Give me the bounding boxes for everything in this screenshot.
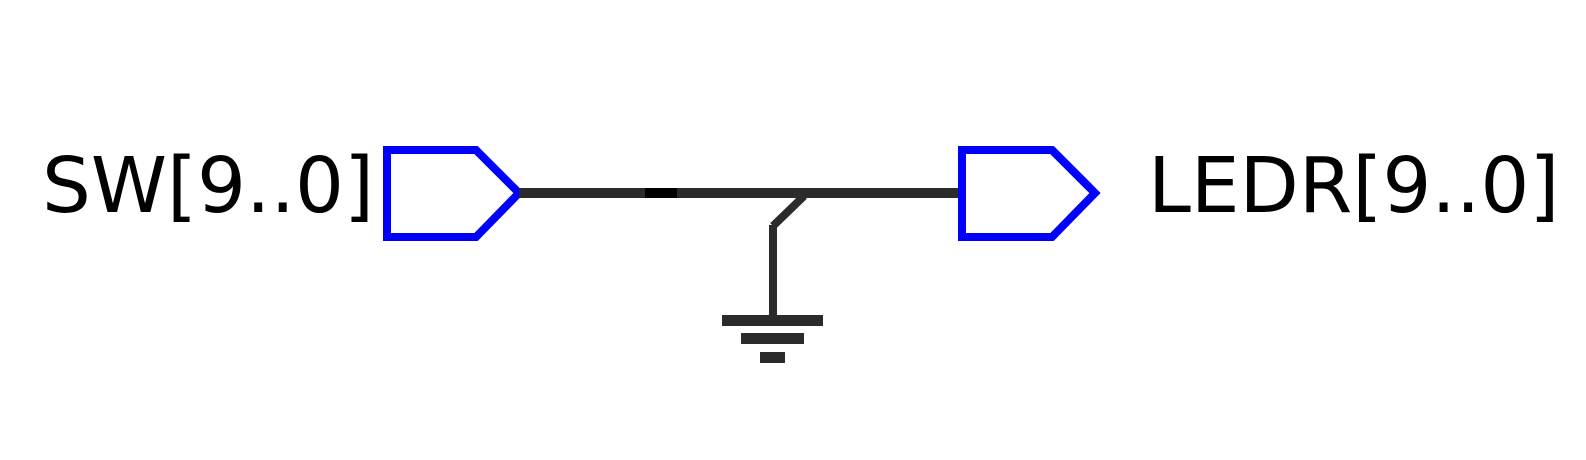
input-pin-label: SW[9..0] — [42, 142, 374, 231]
input-pin-outline — [383, 146, 525, 241]
ground-bar-bottom — [760, 352, 785, 363]
ground-symbol — [722, 193, 823, 363]
output-pin-symbol[interactable] — [958, 146, 1101, 241]
ground-bar-middle — [741, 333, 804, 344]
output-pin-label: LEDR[9..0] — [1148, 142, 1559, 231]
output-pin-outline — [958, 146, 1101, 241]
ground-icon — [722, 315, 823, 326]
ground-tap — [770, 193, 807, 229]
output-pin-inner-line — [1049, 147, 1092, 190]
input-pin-symbol[interactable] — [383, 146, 525, 241]
